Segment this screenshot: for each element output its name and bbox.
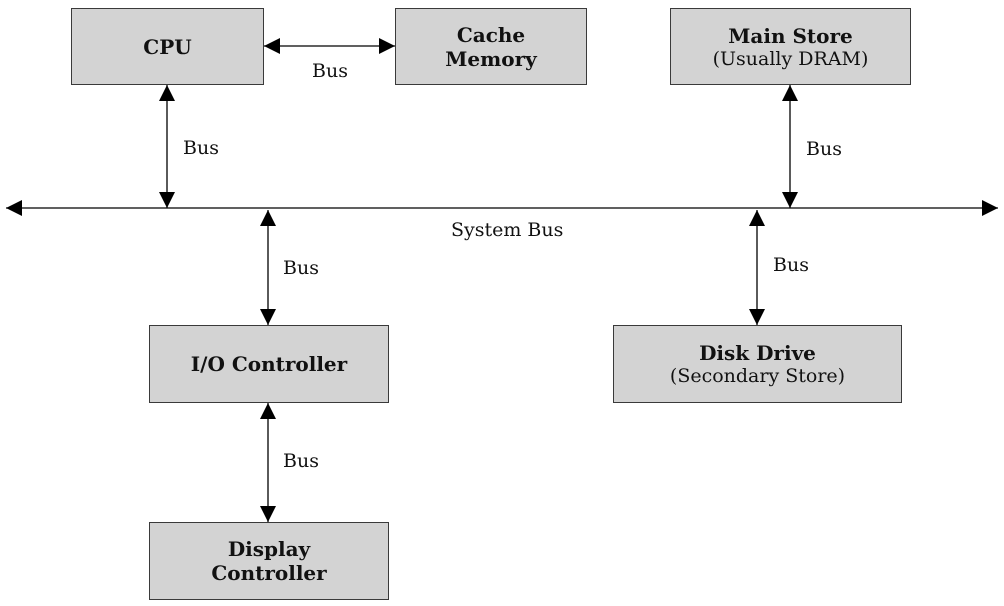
display-controller-node: Display Controller xyxy=(149,522,389,600)
cache-memory-node: Cache Memory xyxy=(395,8,587,85)
cpu-node-title: CPU xyxy=(143,34,192,59)
disk-drive-node-subtitle: (Secondary Store) xyxy=(669,365,846,387)
display-controller-node-title-line1: Display xyxy=(227,537,311,561)
disk-drive-bus-label: Bus xyxy=(773,254,809,276)
cpu-cache-bus-label: Bus xyxy=(312,60,348,82)
cache-memory-node-title-line1: Cache xyxy=(456,22,526,47)
io-controller-node: I/O Controller xyxy=(149,325,389,403)
io-controller-bus-label: Bus xyxy=(283,257,319,279)
cpu-system-bus-label: Bus xyxy=(183,137,219,159)
cache-memory-node-title-line2: Memory xyxy=(445,46,537,71)
main-store-node-title: Main Store xyxy=(728,23,853,48)
disk-drive-node: Disk Drive (Secondary Store) xyxy=(613,325,902,403)
main-store-node: Main Store (Usually DRAM) xyxy=(670,8,911,85)
system-bus-label: System Bus xyxy=(451,219,564,241)
main-store-bus-label: Bus xyxy=(806,138,842,160)
main-store-node-subtitle: (Usually DRAM) xyxy=(712,47,869,70)
disk-drive-node-title: Disk Drive xyxy=(699,341,816,365)
io-display-bus-label: Bus xyxy=(283,450,319,472)
cpu-node: CPU xyxy=(71,8,264,85)
io-controller-node-title: I/O Controller xyxy=(190,352,348,376)
display-controller-node-title-line2: Controller xyxy=(211,561,327,585)
